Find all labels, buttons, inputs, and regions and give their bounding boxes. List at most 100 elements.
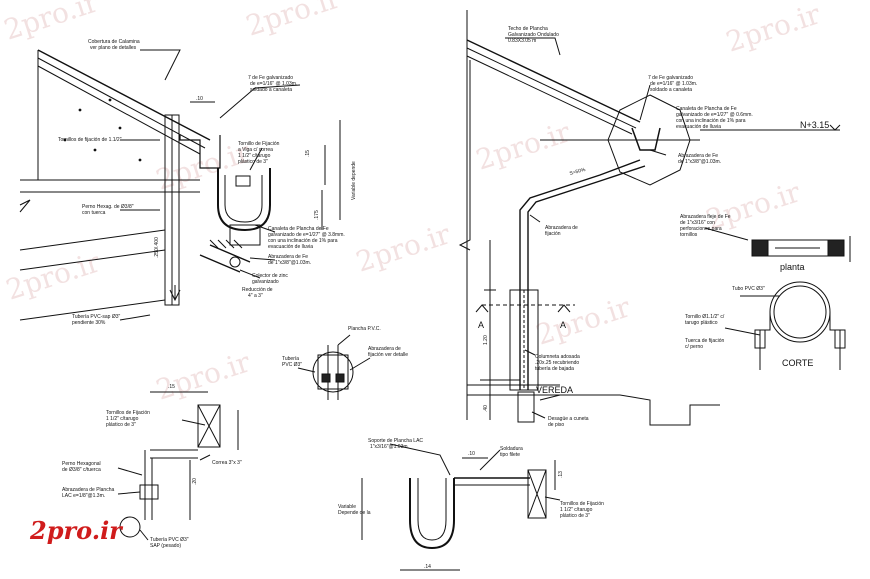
svg-text:de 1"x3/8"@1.03m.: de 1"x3/8"@1.03m. [678,159,721,165]
svg-text:ver plano de detalles: ver plano de detalles [90,45,137,51]
svg-text:Abrazadera de Fe: Abrazadera de Fe [678,153,718,159]
svg-text:.20x.25 recubriendo: .20x.25 recubriendo [535,360,579,366]
svg-text:con una inclinación de 1% para: con una inclinación de 1% para [676,118,746,124]
svg-text:Tornillo de Fijación: Tornillo de Fijación [238,141,280,147]
svg-text:A: A [560,320,566,330]
bottom-center-labels: Soporte de Plancha LAC 1"x3/16"@1.03m. S… [338,438,604,570]
svg-text:Tubería PVC Ø3": Tubería PVC Ø3" [150,537,189,543]
svg-text:Soporte de Plancha LAC: Soporte de Plancha LAC [368,438,423,444]
svg-text:fijación: fijación [545,231,561,237]
svg-text:2pro.ir: 2pro.ir [242,0,345,43]
svg-text:Abrazadera de Plancha: Abrazadera de Plancha [62,487,114,493]
svg-text:Canaleta de Plancha de Fe: Canaleta de Plancha de Fe [676,106,737,112]
svg-text:.250/.400: .250/.400 [154,237,160,258]
svg-text:tipo filete: tipo filete [500,452,520,458]
bottom-left-labels: .15 Tornillos de Fijación 1 1/2" c/tarug… [62,384,242,549]
svg-text:Reducción de: Reducción de [242,287,273,293]
svg-text:Cobertura de Calamina: Cobertura de Calamina [88,39,140,45]
svg-text:1 1/2" c/tarugo: 1 1/2" c/tarugo [560,507,593,513]
svg-text:.10: .10 [468,451,475,457]
svg-text:evacuación de lluvia: evacuación de lluvia [676,124,721,130]
svg-text:1"x3/16"@1.03m.: 1"x3/16"@1.03m. [370,444,409,450]
svg-text:de e=1/16" @ 1.03m.: de e=1/16" @ 1.03m. [250,81,297,87]
svg-text:LAC e=1/8"@1.3m.: LAC e=1/8"@1.3m. [62,493,105,499]
svg-text:evacuación de lluvia: evacuación de lluvia [268,244,313,250]
svg-text:SAP (pesado): SAP (pesado) [150,543,181,549]
svg-text:Columneta adosada: Columneta adosada [535,354,580,360]
svg-text:tubería de bajada: tubería de bajada [535,366,574,372]
svg-text:.15: .15 [168,384,175,390]
svg-text:7 de Fe galvanizado: 7 de Fe galvanizado [248,75,293,81]
svg-text:Variable: Variable [338,504,356,510]
svg-text:1.20: 1.20 [483,335,489,345]
svg-text:.175: .175 [314,210,320,220]
svg-text:Tornillo Ø1.1/2" c/: Tornillo Ø1.1/2" c/ [685,314,725,320]
svg-text:.15: .15 [305,150,311,157]
svg-text:2pro.ir: 2pro.ir [352,217,455,278]
svg-text:Tubería PVC-sap Ø3": Tubería PVC-sap Ø3" [72,314,121,320]
svg-text:.14: .14 [424,564,431,570]
svg-text:con una inclinación de 1% para: con una inclinación de 1% para [268,238,338,244]
left-gutter-detail [19,49,341,321]
left-detail-labels: Cobertura de Calamina ver plano de detal… [58,39,357,326]
svg-text:Depende de la: Depende de la [338,510,371,516]
svg-text:4" a 3": 4" a 3" [248,293,263,299]
svg-text:Desagüe a cuneta: Desagüe a cuneta [548,416,589,422]
svg-text:de piso: de piso [548,422,564,428]
svg-text:Tubería: Tubería [282,356,299,362]
svg-text:Tornillos de Fijación: Tornillos de Fijación [106,410,150,416]
svg-text:fijación ver detalle: fijación ver detalle [368,352,408,358]
svg-text:Variable depende: Variable depende [351,161,357,200]
svg-text:Perno Hexagonal: Perno Hexagonal [62,461,101,467]
svg-text:Tornillos de fijación de 1.1/2: Tornillos de fijación de 1.1/2" [58,137,122,143]
svg-text:N+3.15: N+3.15 [800,120,829,130]
svg-text:.20: .20 [192,478,198,485]
svg-text:galvanizado de e=1/27" @ 3.8mm: galvanizado de e=1/27" @ 3.8mm. [268,232,345,238]
svg-text:Abrazadera fleje de Fe: Abrazadera fleje de Fe [680,214,731,220]
svg-text:Canaleta de Plancha de Fe: Canaleta de Plancha de Fe [268,226,329,232]
svg-text:S=50%: S=50% [569,167,587,177]
svg-text:pendiente 30%: pendiente 30% [72,320,106,326]
svg-text:CORTE: CORTE [782,358,813,368]
svg-text:perforaciones para: perforaciones para [680,226,722,232]
site-logo: 2pro.ir [30,516,122,545]
right-downpipe-detail [458,10,841,426]
strap-labels: Abrazadera fleje de Fe de 1"x3/16" con p… [680,214,813,368]
svg-text:.10: .10 [196,96,203,102]
svg-text:Correa 3"x 3": Correa 3"x 3" [212,460,242,466]
svg-text:de 1"x3/8"@1.03m.: de 1"x3/8"@1.03m. [268,260,311,266]
svg-text:a Viga c/ correa: a Viga c/ correa [238,147,273,153]
svg-text:1 1/2" c/tarugo: 1 1/2" c/tarugo [238,153,271,159]
svg-text:A: A [478,320,484,330]
svg-text:Galvanizado Ondulado: Galvanizado Ondulado [508,32,559,38]
svg-text:plástico de 3": plástico de 3" [560,513,590,519]
svg-text:tarugo plástico: tarugo plástico [685,320,718,326]
svg-text:7 de Fe galvanizado: 7 de Fe galvanizado [648,75,693,81]
svg-text:PVC Ø3": PVC Ø3" [282,362,302,368]
svg-text:planta: planta [780,262,805,272]
svg-text:galvanizado: galvanizado [252,279,279,285]
svg-text:plástico de 3": plástico de 3" [238,159,268,165]
bottom-left-detail [117,391,239,541]
svg-text:de e=1/16" @ 1.03m.: de e=1/16" @ 1.03m. [650,81,697,87]
svg-text:1 1/2" c/tarugo: 1 1/2" c/tarugo [106,416,139,422]
svg-text:0.83X3.05 m: 0.83X3.05 m [508,38,536,44]
svg-text:2pro.ir: 2pro.ir [532,290,635,351]
svg-text:tornillos: tornillos [680,232,698,238]
svg-text:Techo de Plancha: Techo de Plancha [508,26,548,32]
strap-plan-section [704,227,851,370]
svg-text:c/ perno: c/ perno [685,344,703,350]
svg-text:Tubo PVC Ø3": Tubo PVC Ø3" [732,286,765,292]
svg-text:2pro.ir: 2pro.ir [152,345,255,406]
svg-text:Plancha P.V.C.: Plancha P.V.C. [348,326,381,332]
svg-text:.40: .40 [483,405,489,412]
svg-text:2pro.ir: 2pro.ir [722,0,825,59]
svg-text:Tornillos de Fijación: Tornillos de Fijación [560,501,604,507]
svg-text:con tuerca: con tuerca [82,210,106,216]
svg-text:.13: .13 [558,471,564,478]
right-detail-labels: Techo de Plancha Galvanizado Ondulado 0.… [478,26,829,428]
middle-clamp-detail [297,334,371,400]
svg-text:Abrazadera de Fe: Abrazadera de Fe [268,254,308,260]
